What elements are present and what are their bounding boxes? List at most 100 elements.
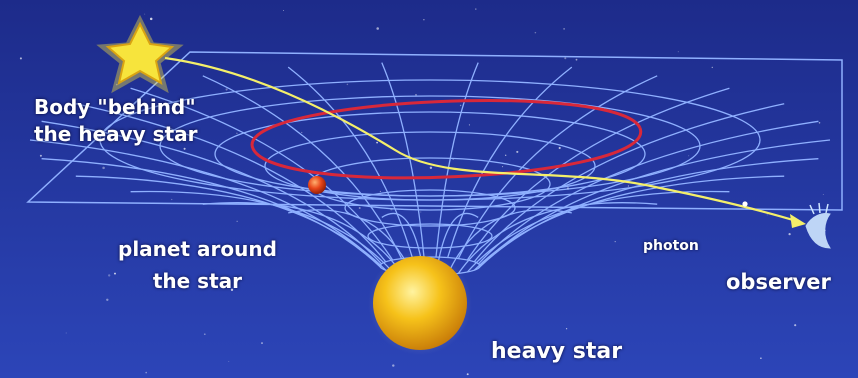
background-dot [614,240,616,243]
background-dot [822,194,824,195]
background-dot [711,66,714,69]
background-dot [183,147,186,150]
eye-icon [805,202,831,249]
background-dot [283,9,285,11]
body-behind-label: Body "behind" the heavy star [34,94,198,148]
background-dot [563,28,565,30]
background-dot [115,83,118,86]
grid-radial-line [435,62,479,258]
heavy-star-label: heavy star [491,339,623,364]
background-dot [261,342,263,345]
background-dot [677,51,679,53]
background-dot [43,138,46,141]
grid-radial-line [75,103,387,263]
background-dot [108,274,111,277]
grid-radial-line [41,120,382,265]
grid-radial-line [466,87,730,261]
background-dot [358,207,361,209]
grid-radial-line [29,139,381,267]
grid-radial-line [473,103,785,263]
background-dot [558,146,561,150]
planet-orbit [250,99,642,146]
grid-ring [367,223,493,249]
background-dot [159,114,161,116]
background-dot [39,154,42,157]
background-dot [475,8,477,10]
grid-radial-line [381,62,425,258]
photon-marker [742,201,748,207]
background-dot [236,220,238,222]
body-behind-label-line2: the heavy star [34,122,198,146]
background-dot [468,124,470,126]
background-dot [760,357,762,360]
background-dot [516,150,519,153]
background-dot [415,93,417,96]
background-dot [171,198,173,201]
grid-radial-line [130,87,394,261]
background-dot [423,19,425,21]
grid-ring [344,189,516,227]
background-dot [144,13,146,15]
planet-label-line1: planet around [118,237,277,261]
background-dot [236,132,238,134]
grid-radial-line [478,158,819,269]
background-dot [627,185,630,187]
background-dot [65,332,67,334]
background-dot [502,166,504,168]
background-dot [575,58,578,61]
sun-icon [373,256,467,350]
grid-ring [264,131,596,201]
background-dot [766,214,768,216]
background-dot [106,298,109,302]
background-dot [102,166,105,170]
background-dot [149,17,153,21]
planet-label-line2: the star [152,269,243,293]
background-dot [818,122,821,124]
grid-radial-line [287,66,413,258]
background-dot [114,272,116,275]
background-dot [19,57,22,60]
background-dot [565,328,568,330]
background-dot [346,83,349,86]
background-dot [379,190,381,192]
grid-radial-line [478,120,819,265]
grid-ring [214,111,646,197]
photon-label: photon [643,238,699,254]
background-dot [54,133,56,136]
grid-radial-line [202,75,403,259]
background-dot [203,333,206,336]
light-path [164,56,801,224]
background-dot [466,373,469,376]
background-dot [505,154,507,156]
star-icon [96,14,184,94]
planet-orbit-front [250,127,642,180]
background-dot [228,361,230,362]
background-dot [788,232,791,236]
background-dot [225,88,228,91]
background-dot [420,211,422,213]
arrow-head [790,214,806,228]
observer-label: observer [726,270,831,294]
background-dot [459,104,462,107]
background-dot [429,166,433,169]
grid-radial-line [41,158,382,269]
background-dot [230,288,234,291]
background-dot [376,27,379,30]
grid-radial-line [457,75,658,259]
background-dot [688,155,690,157]
spacetime-grid [26,51,843,276]
background-dot [145,371,147,374]
grid-radial-line [447,66,573,258]
background-dot [157,247,159,250]
background-dot [392,364,395,367]
background-dot [376,141,378,144]
planet-label: planet around the star [118,233,277,297]
background-dot [534,31,537,34]
background-dot [301,131,303,133]
grid-radial-line [479,139,831,267]
background-dot [794,324,797,327]
background-dot [564,57,567,60]
body-behind-label-line1: Body "behind" [34,95,196,119]
